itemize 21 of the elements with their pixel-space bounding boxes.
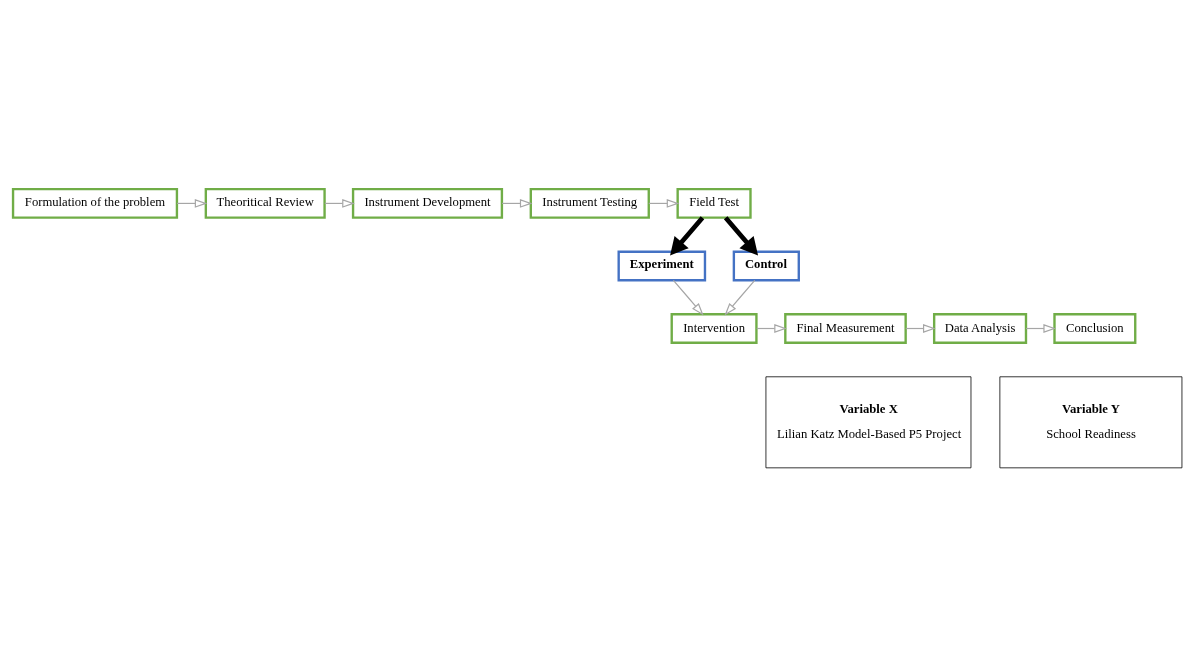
node-box: Variable Y School Readiness [999,376,1183,469]
arrow [723,216,759,256]
node-box: Theoritical Review [204,188,326,219]
arrow [756,324,787,333]
node-box: Intervention [670,313,758,344]
node-box: Instrument Development [351,188,504,219]
node-box: Instrument Testing [529,188,650,219]
node-box: Field Test [676,188,752,219]
node-box: Control [732,250,800,282]
node-box: Conclusion [1053,313,1137,344]
node-box: Experiment [617,250,707,282]
arrow [670,216,705,256]
arrow [648,198,680,208]
arrow [501,198,533,208]
node-box: Formulation of the problem [11,188,179,219]
node-box: Final Measurement [784,313,907,344]
arrow [176,198,208,208]
node-box: Variable X Lilian Katz Model-Based P5 Project [765,376,972,469]
node-box: Data Analysis [932,313,1028,344]
arrow [672,279,704,316]
arrow [724,279,756,316]
